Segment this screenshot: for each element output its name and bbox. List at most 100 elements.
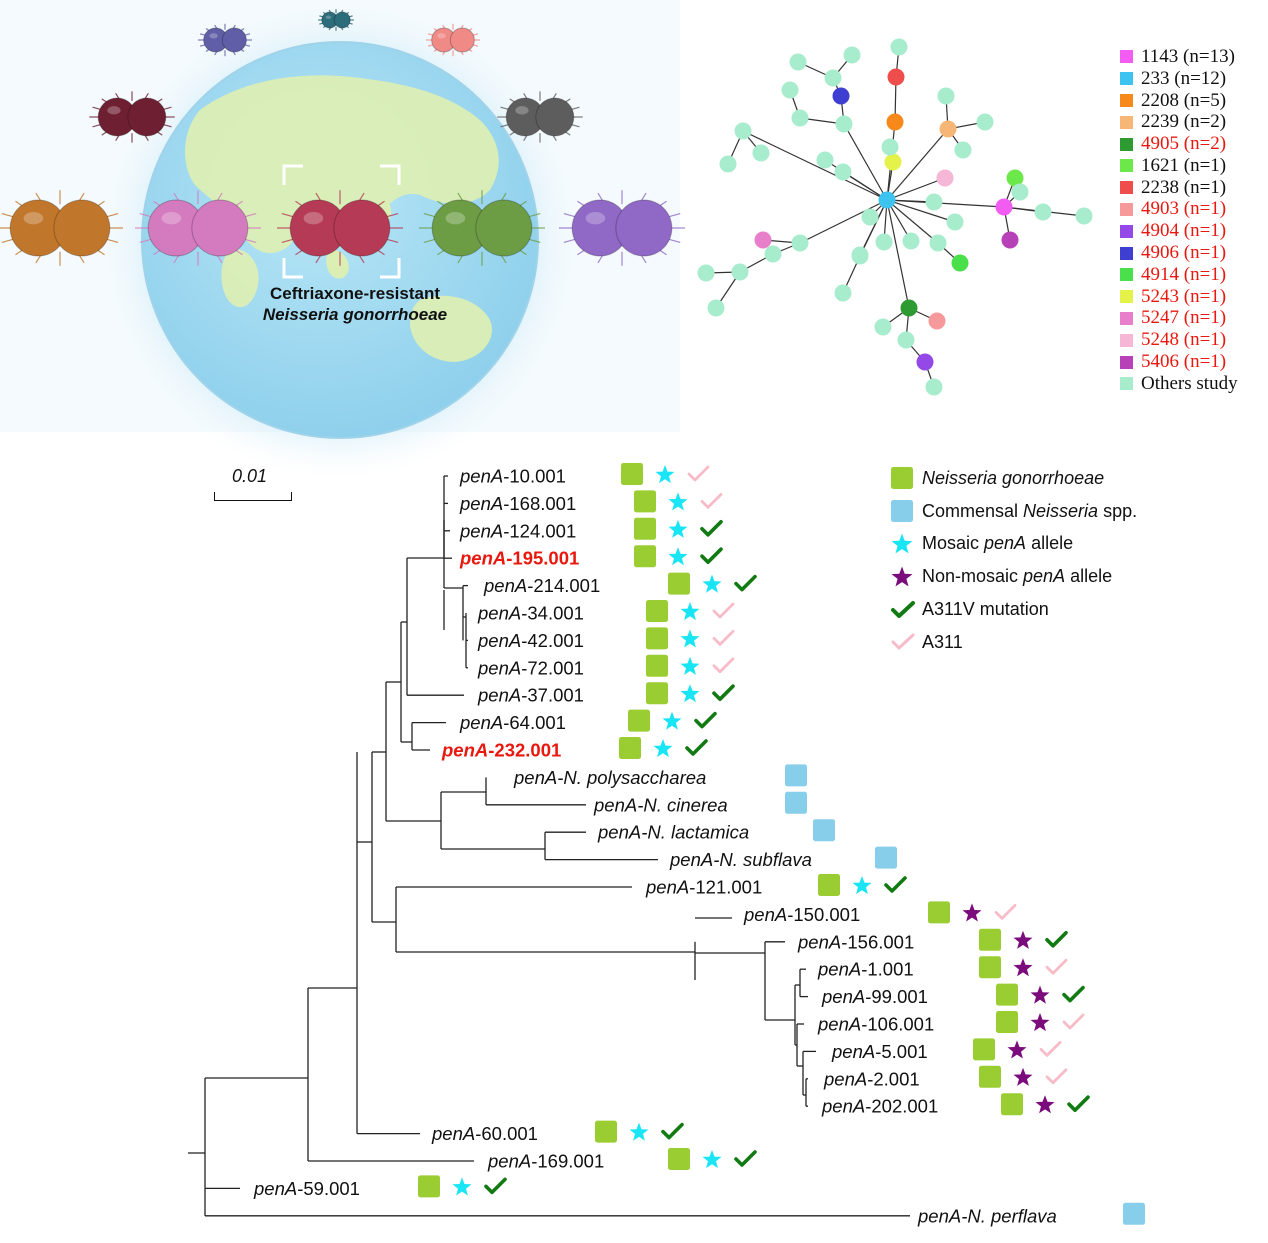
green-square-icon	[621, 463, 643, 485]
tree-leaf-label: penA-1.001	[817, 959, 914, 980]
st-legend-item: 4904 (n=1)	[1120, 220, 1238, 242]
tree-leaf-label: penA-60.001	[431, 1123, 538, 1144]
st-legend-label: 1143 (n=13)	[1141, 45, 1235, 67]
st-legend-item: Others study	[1120, 373, 1238, 395]
tree-leaf-marks	[973, 1038, 1062, 1061]
diplococcus-icon	[497, 91, 583, 143]
tree-leaf-label: penA-N. cinerea	[593, 794, 728, 815]
mst-node	[881, 138, 899, 156]
green-square-icon	[634, 545, 656, 568]
st-legend-label: 4905 (n=2)	[1141, 133, 1227, 155]
st-legend-label: 2208 (n=5)	[1141, 89, 1227, 111]
green-check-icon	[661, 1122, 684, 1140]
mst-node	[734, 122, 752, 140]
mst-node	[1011, 183, 1029, 201]
tree-leaf-marks	[595, 1120, 684, 1143]
st-legend-label: 1621 (n=1)	[1141, 154, 1227, 176]
blue-square-icon	[875, 846, 897, 869]
caption-line-1: Ceftriaxone-resistant	[269, 284, 441, 303]
blue-square-icon	[785, 791, 807, 814]
st-legend-label: 2239 (n=2)	[1141, 111, 1227, 133]
mst-node	[764, 245, 782, 263]
st-legend-label: 5243 (n=1)	[1141, 285, 1227, 307]
mst-node	[851, 247, 869, 265]
st-legend-item: 2238 (n=1)	[1120, 177, 1238, 199]
tree-leaf-label: penA-150.001	[743, 904, 860, 925]
tree-leaf-label: penA-169.001	[487, 1151, 604, 1172]
st-legend: 1143 (n=13)233 (n=12)2208 (n=5)2239 (n=2…	[1120, 46, 1238, 395]
diplococcus-icon	[135, 190, 261, 266]
st-legend-label: 5406 (n=1)	[1141, 351, 1227, 373]
tree-leaf-marks	[979, 928, 1068, 951]
tree-leaf-label: penA-232.001	[441, 740, 561, 761]
st-legend-label: 4904 (n=1)	[1141, 220, 1227, 242]
tree-leaf-marks	[646, 627, 735, 650]
cyan-star-icon	[629, 1122, 649, 1141]
tree-leaf-marks	[668, 1148, 757, 1170]
tree-labels: penA-10.001penA-168.001penA-124.001penA-…	[253, 466, 1057, 1227]
mst-network	[697, 38, 1093, 396]
st-legend-item: 1143 (n=13)	[1120, 46, 1238, 68]
tree-leaf-label: penA-202.001	[821, 1096, 938, 1117]
purple-star-icon	[1013, 958, 1033, 977]
st-legend-item: 2208 (n=5)	[1120, 90, 1238, 112]
cyan-star-icon	[680, 602, 700, 621]
cyan-star-icon	[702, 1150, 722, 1169]
st-swatch-icon	[1120, 93, 1133, 107]
st-swatch-icon	[1120, 224, 1133, 238]
mst-node	[929, 234, 947, 252]
tree-leaf-label: penA-106.001	[817, 1014, 934, 1035]
tree-leaf-marks	[785, 764, 807, 787]
cyan-star-icon	[452, 1177, 472, 1196]
st-swatch-icon	[1120, 202, 1133, 216]
st-legend-label: 4903 (n=1)	[1141, 198, 1227, 220]
diplococcus-icon	[559, 190, 685, 266]
green-square-icon	[646, 627, 668, 650]
tree-leaf-marks	[979, 1065, 1068, 1088]
tree-leaf-label: penA-42.001	[477, 630, 584, 651]
green-square-icon	[595, 1120, 617, 1143]
mst-node	[928, 312, 946, 330]
mst-node	[754, 231, 772, 249]
green-square-icon	[668, 1148, 690, 1170]
green-check-icon	[884, 876, 907, 893]
mst-node	[886, 113, 904, 131]
green-check-icon	[484, 1177, 507, 1195]
mst-node	[781, 81, 799, 99]
tree-leaf-label: penA-10.001	[459, 466, 566, 487]
scale-label: 0.01	[232, 466, 268, 486]
st-legend-label: 4906 (n=1)	[1141, 242, 1227, 264]
mst-node	[936, 169, 954, 187]
green-square-icon	[634, 490, 656, 513]
tree-leaf-marks	[646, 682, 735, 705]
tree-leaf-label: penA-2.001	[823, 1068, 920, 1089]
pink-check-icon	[687, 465, 710, 482]
tree-leaf-marks	[646, 654, 735, 677]
mst-node	[897, 331, 915, 349]
tree-leaf-label: penA-37.001	[477, 685, 584, 706]
phylo-legend-label: A311V mutation	[922, 599, 1049, 620]
green-check-icon	[1062, 985, 1085, 1003]
mst-node	[887, 68, 905, 86]
phylo-legend-label: Commensal Neisseria spp.	[922, 500, 1138, 521]
tree-trait-marks	[418, 463, 1145, 1225]
mst-node	[834, 284, 852, 302]
mst-node	[890, 38, 908, 56]
mst-node	[791, 234, 809, 252]
green-square-icon	[668, 572, 690, 595]
tree-leaf-marks	[1123, 1202, 1145, 1225]
purple-star-icon	[1030, 1013, 1050, 1032]
tree-leaf-marks	[619, 737, 708, 759]
mst-node	[902, 232, 920, 250]
mst-node	[752, 144, 770, 162]
tree-leaf-label: penA-214.001	[483, 575, 600, 596]
green-check-icon	[1067, 1095, 1090, 1112]
tree-leaf-label: penA-59.001	[253, 1178, 360, 1199]
tree-leaf-label: penA-156.001	[797, 931, 914, 952]
tree-leaf-marks	[813, 819, 835, 842]
st-legend-item: 5248 (n=1)	[1120, 329, 1238, 351]
tree-leaf-marks	[634, 517, 723, 540]
diplococcus-icon	[198, 23, 252, 57]
st-legend-item: 4906 (n=1)	[1120, 242, 1238, 264]
